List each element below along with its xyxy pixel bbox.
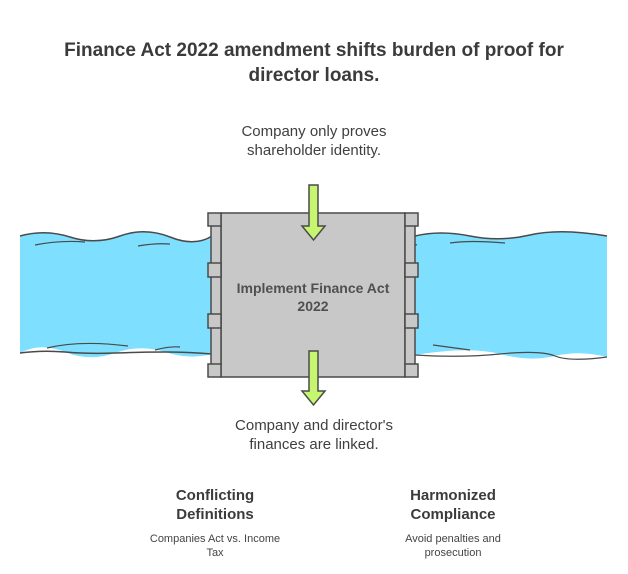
gate-label: Implement Finance Act 2022: [236, 280, 390, 314]
left-heading: Conflicting Definitions: [175, 487, 255, 523]
right-description: Avoid penalties and prosecution: [405, 533, 501, 559]
left-description: Companies Act vs. Income Tax: [149, 533, 281, 559]
water-left: [19, 231, 213, 358]
diagram-title: Finance Act 2022 amendment shifts burden…: [64, 40, 564, 86]
right-heading: Harmonized Compliance: [410, 487, 496, 523]
arrow-down-icon: [300, 184, 327, 242]
input-text: Company only proves shareholder identity…: [241, 123, 387, 159]
arrow-down-icon: [300, 350, 327, 407]
output-text: Company and director's finances are link…: [235, 417, 393, 453]
